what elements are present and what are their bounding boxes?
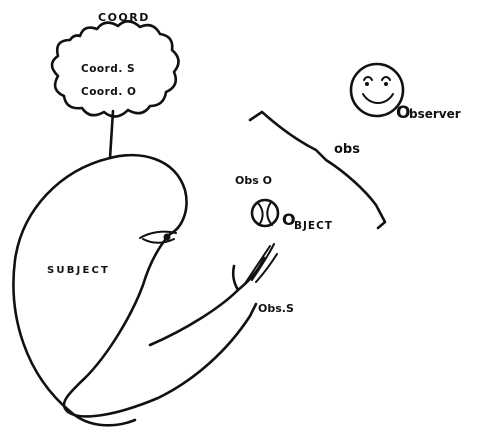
subject-back bbox=[13, 158, 135, 425]
subject-figure bbox=[64, 155, 256, 416]
obs-o-label: Obs O bbox=[235, 174, 272, 187]
observer-label: bserver bbox=[409, 107, 461, 121]
thought-cloud: COORD Coord. S Coord. O bbox=[52, 11, 179, 117]
obs-s-label: Obs.S bbox=[258, 302, 294, 315]
object-ball bbox=[252, 200, 278, 226]
subject-label: SUBJECT bbox=[47, 265, 110, 276]
subject-arm bbox=[150, 244, 277, 345]
obs-label: obs bbox=[334, 142, 360, 157]
cloud-stem bbox=[110, 111, 113, 158]
observer-bracket bbox=[250, 112, 385, 228]
cloud-line-coord-s: Coord. S bbox=[81, 63, 135, 75]
object-label: BJECT bbox=[294, 220, 333, 232]
cloud-title: COORD bbox=[98, 11, 150, 24]
cloud-line-coord-o: Coord. O bbox=[81, 86, 136, 98]
